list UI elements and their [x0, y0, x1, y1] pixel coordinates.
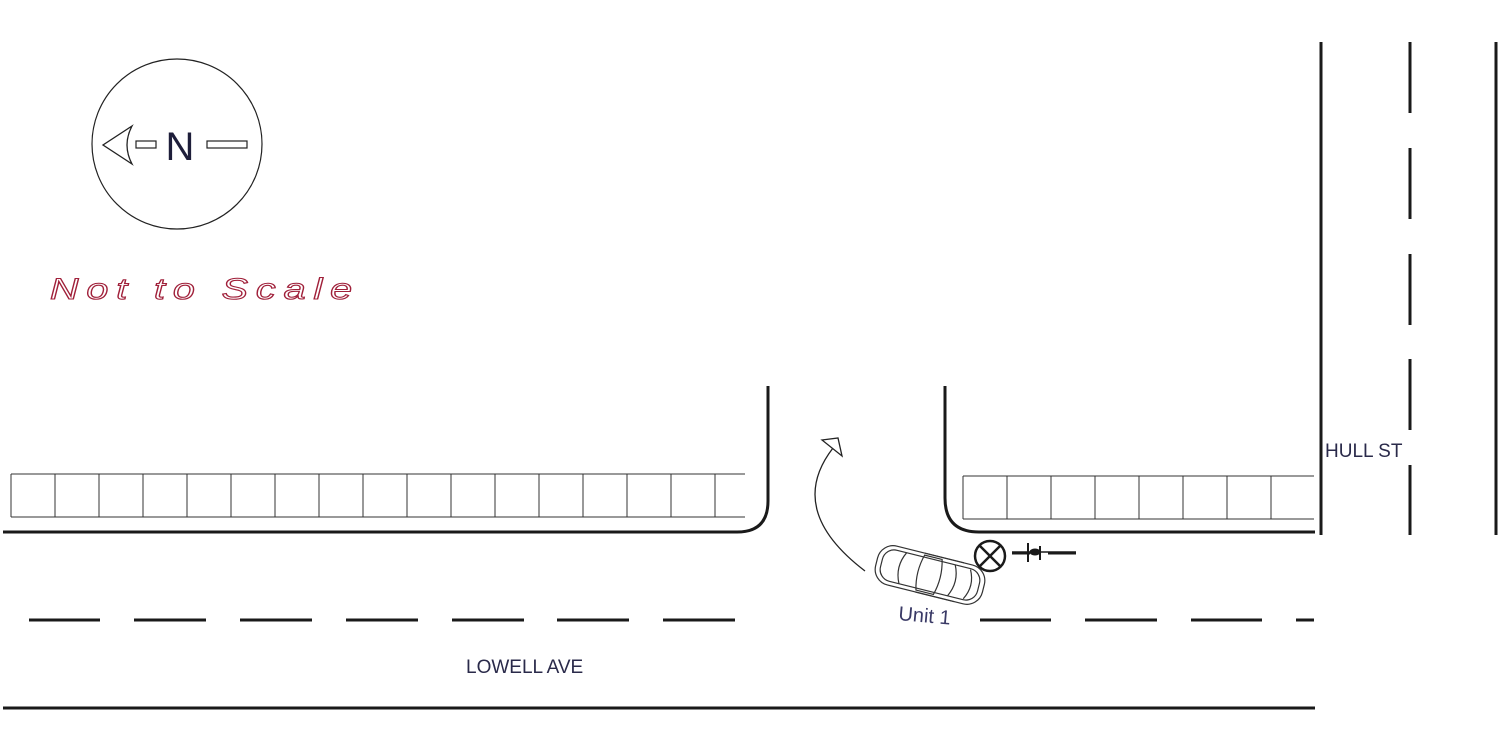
bicycle-icon — [1012, 543, 1076, 562]
compass: N — [91, 58, 263, 230]
compass-letter: N — [166, 125, 195, 169]
vehicle-label: Unit 1 — [898, 603, 952, 629]
parking-stalls-west — [10, 473, 745, 518]
compass-circle — [91, 58, 263, 230]
curb-east — [943, 386, 1315, 534]
curb-lines — [3, 42, 1498, 710]
curb-west — [3, 386, 770, 534]
impact-point-icon — [973, 539, 1007, 573]
scale-note: Not to Scale — [50, 273, 360, 306]
parking-stalls-east — [962, 475, 1314, 520]
north-arrow-icon — [101, 124, 248, 166]
turn-path-arrow — [814, 437, 866, 572]
car-icon — [874, 545, 986, 605]
lowell-ave-label: LOWELL AVE — [466, 657, 583, 678]
hull-st-label: HULL ST — [1325, 441, 1403, 462]
